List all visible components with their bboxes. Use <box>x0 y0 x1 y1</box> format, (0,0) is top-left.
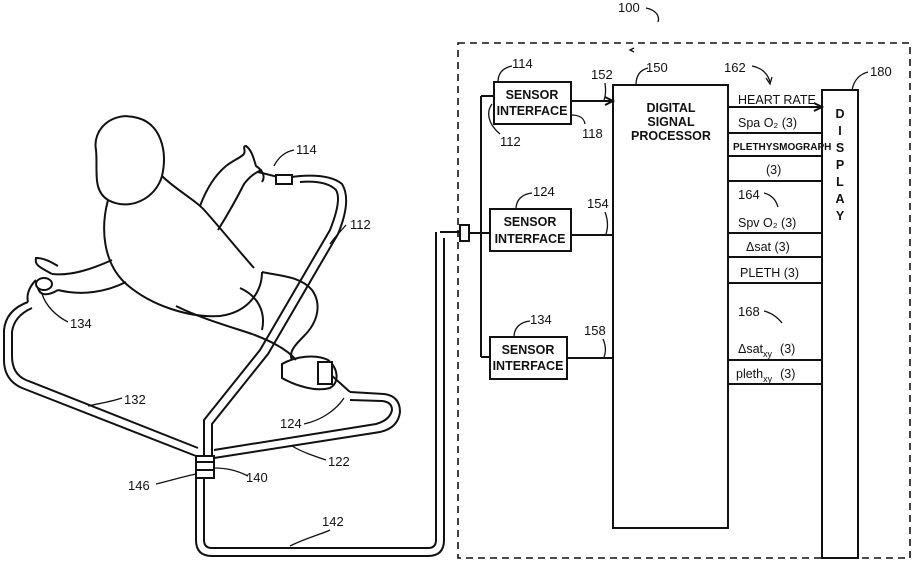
cable-112 <box>204 182 338 456</box>
svg-text:SIGNAL: SIGNAL <box>647 115 695 129</box>
leader-168 <box>764 311 782 323</box>
leader-100-tip <box>630 48 634 52</box>
svg-text:D: D <box>835 107 844 121</box>
signal-spvo2: Spv O₂ (3) <box>738 216 796 230</box>
ref-180: 180 <box>870 64 892 79</box>
leader-100 <box>646 8 659 22</box>
ref-146: 146 <box>128 478 150 493</box>
svg-text:A: A <box>835 192 844 206</box>
ref-118: 118 <box>582 126 603 141</box>
ref-134-hand: 134 <box>70 316 92 331</box>
svg-text:DIGITAL: DIGITAL <box>646 101 695 115</box>
ref-134-block: 134 <box>530 312 552 327</box>
patient-figure <box>27 116 350 392</box>
ref-140: 140 <box>246 470 268 485</box>
ref-112-cable: 112 <box>350 217 371 232</box>
signal-plethysmograph: PLETHYSMOGRAPH <box>733 142 831 153</box>
signal-pleth-xy: plethxy(3) <box>736 367 795 384</box>
signal-heart-rate: HEART RATE <box>738 93 816 107</box>
ref-142: 142 <box>322 514 344 529</box>
ref-158: 158 <box>584 323 606 338</box>
cable-hub-140 <box>196 456 214 478</box>
ref-132: 132 <box>124 392 146 407</box>
signal-delta-sat-xy: Δsatxy(3) <box>738 342 795 359</box>
sensor-bus <box>460 96 494 357</box>
ref-124-block: 124 <box>533 184 555 199</box>
cable-132 <box>4 302 196 456</box>
ref-124-cable: 124 <box>280 416 302 431</box>
svg-text:Y: Y <box>836 209 845 223</box>
svg-text:SENSOR: SENSOR <box>502 343 555 357</box>
signal-spao2: Spa O₂ (3) <box>738 116 797 130</box>
ref-152: 152 <box>591 67 613 82</box>
signal-pleth: PLETH (3) <box>740 266 799 280</box>
svg-text:S: S <box>836 141 844 155</box>
svg-text:I: I <box>838 124 841 138</box>
leader-118 <box>571 115 585 124</box>
svg-text:SENSOR: SENSOR <box>504 215 557 229</box>
svg-text:INTERFACE: INTERFACE <box>497 104 568 118</box>
ref-164: 164 <box>738 187 760 202</box>
leader-180 <box>852 72 868 90</box>
svg-text:INTERFACE: INTERFACE <box>493 359 564 373</box>
ref-100: 100 <box>618 0 640 15</box>
svg-text:PROCESSOR: PROCESSOR <box>631 129 711 143</box>
ref-162: 162 <box>724 60 746 75</box>
svg-text:SENSOR: SENSOR <box>506 88 559 102</box>
ref-168: 168 <box>738 304 760 319</box>
ref-112-block: 112 <box>500 134 521 149</box>
ref-122: 122 <box>328 454 350 469</box>
ref-154: 154 <box>587 196 609 211</box>
ref-114-finger: 114 <box>296 142 317 157</box>
digital-signal-processor <box>613 85 728 528</box>
ref-150: 150 <box>646 60 668 75</box>
svg-text:INTERFACE: INTERFACE <box>495 232 566 246</box>
ref-114-block: 114 <box>512 56 533 71</box>
leader-164 <box>764 193 778 207</box>
signal-plethysmograph-count: (3) <box>766 163 781 177</box>
signal-delta-sat: Δsat (3) <box>746 240 790 254</box>
svg-text:P: P <box>836 158 844 172</box>
svg-text:L: L <box>836 175 844 189</box>
